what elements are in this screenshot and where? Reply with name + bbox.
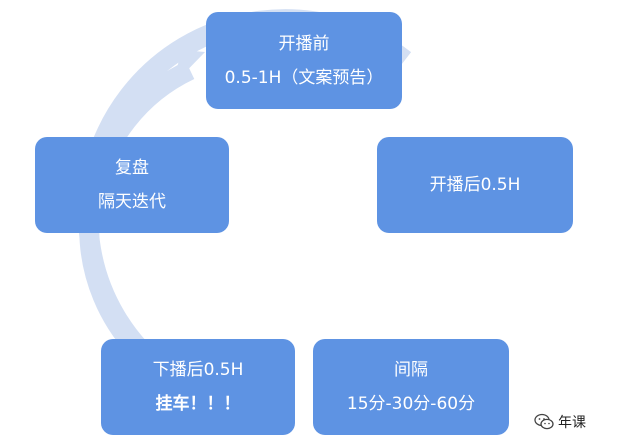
watermark: 年课 [534,412,586,432]
node-review-title: 复盘 [115,158,149,178]
node-interval-detail: 15分-30分-60分 [346,394,476,414]
node-interval-title: 间隔 [394,360,428,380]
node-after-live-start-title: 开播后0.5H [429,175,521,195]
node-after-live-end-detail: 挂车！！！ [155,394,241,414]
node-after-live-start: 开播后0.5H [377,137,573,233]
node-before-live-title: 开播前 [278,33,330,54]
wechat-icon [534,413,554,430]
node-review: 复盘 隔天迭代 [35,137,229,233]
node-review-detail: 隔天迭代 [98,192,166,212]
node-after-live-end-title: 下播后0.5H [152,360,244,380]
node-after-live-end: 下播后0.5H 挂车！！！ [101,339,295,435]
node-interval: 间隔 15分-30分-60分 [313,339,509,435]
cycle-arrow-tip [170,50,205,88]
node-before-live: 开播前 0.5-1H（文案预告） [206,12,402,109]
node-before-live-detail: 0.5-1H（文案预告） [224,67,384,88]
watermark-text: 年课 [558,415,586,431]
